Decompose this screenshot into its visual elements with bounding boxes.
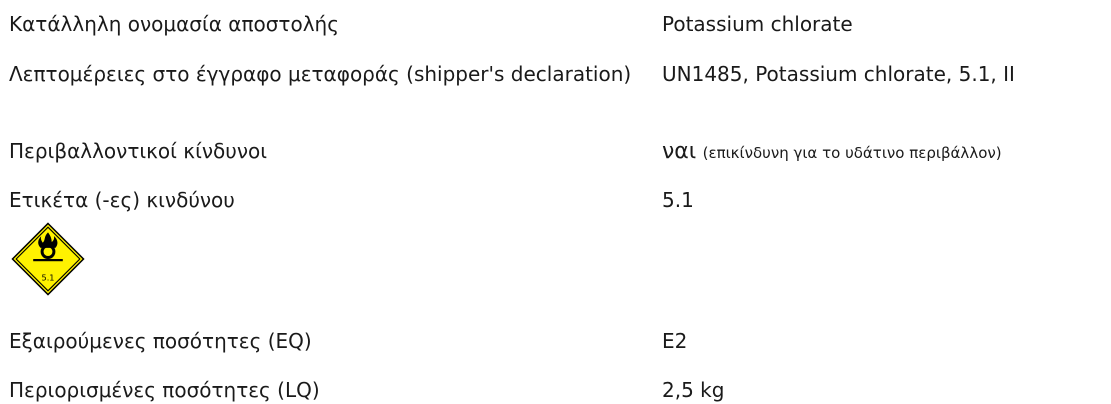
excepted-quantities-value: E2 xyxy=(662,329,688,353)
environmental-hazards-label: Περιβαλλοντικοί κίνδυνοι xyxy=(9,139,268,163)
hazard-diamond-inner-border xyxy=(15,226,81,292)
flame-icon xyxy=(38,232,58,248)
environmental-hazards-note: (επικίνδυνη για το υδάτινο περιβάλλον) xyxy=(702,144,1002,162)
excepted-quantities-label: Εξαιρούμενες ποσότητες (EQ) xyxy=(9,329,312,353)
base-line xyxy=(33,259,63,262)
proper-shipping-name-value: Potassium chlorate xyxy=(662,12,853,36)
hazard-class-number: 5.1 xyxy=(42,272,55,282)
hazard-labels-value: 5.1 xyxy=(662,188,694,212)
hazard-labels-label: Ετικέτα (-ες) κινδύνου xyxy=(9,188,235,212)
limited-quantities-label: Περιορισμένες ποσότητες (LQ) xyxy=(9,378,320,402)
transport-document-details-value: UN1485, Potassium chlorate, 5.1, II xyxy=(662,62,1015,86)
environmental-hazards-answer: ναι xyxy=(662,139,697,164)
environmental-hazards-value: ναι (επικίνδυνη για το υδάτινο περιβάλλο… xyxy=(662,141,1102,164)
oxidizer-flame-over-circle-icon: 5.1 xyxy=(11,222,85,296)
transport-document-details-label: Λεπτομέρειες στο έγγραφο μεταφοράς (ship… xyxy=(9,62,632,86)
circle-icon xyxy=(40,244,56,259)
proper-shipping-name-label: Κατάλληλη ονομασία αποστολής xyxy=(9,12,339,36)
limited-quantities-value: 2,5 kg xyxy=(662,378,725,402)
